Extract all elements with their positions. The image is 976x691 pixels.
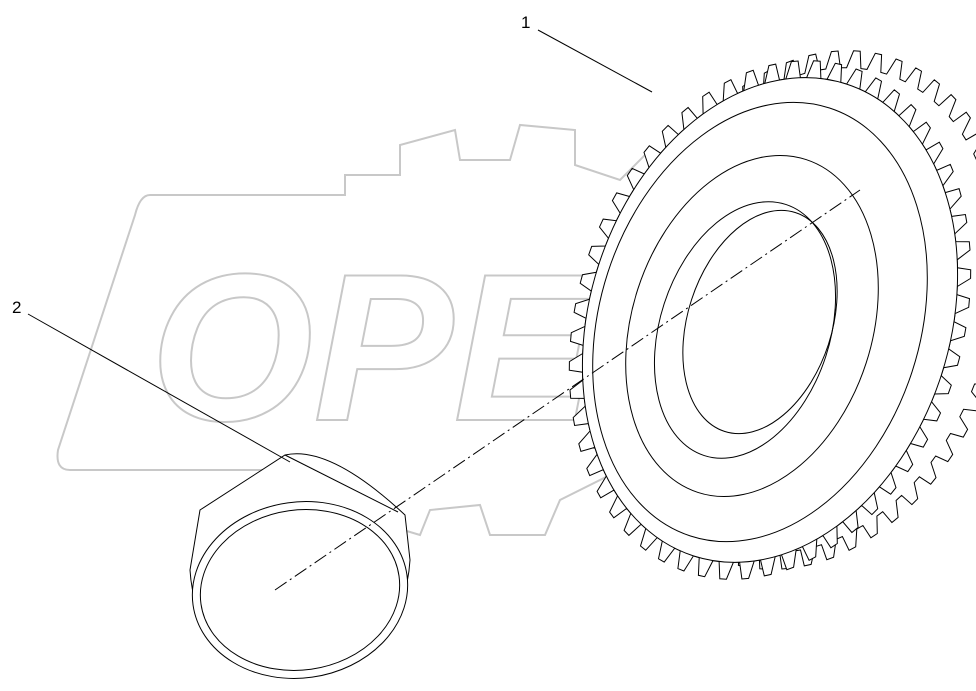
gear-part xyxy=(568,50,976,580)
leader-line-2 xyxy=(27,313,291,463)
center-axis-line xyxy=(274,189,861,591)
gear-hub xyxy=(625,154,879,498)
bushing-part xyxy=(189,453,411,679)
gear-bore xyxy=(653,201,837,459)
gear-face-ring xyxy=(592,101,928,543)
callout-label-1: 1 xyxy=(521,13,530,32)
bushing-top-edge xyxy=(284,454,399,513)
leader-line-1 xyxy=(537,29,653,93)
bushing-bore xyxy=(199,509,401,671)
gear-bore-inner xyxy=(682,209,838,435)
callout-label-2: 2 xyxy=(12,298,21,317)
